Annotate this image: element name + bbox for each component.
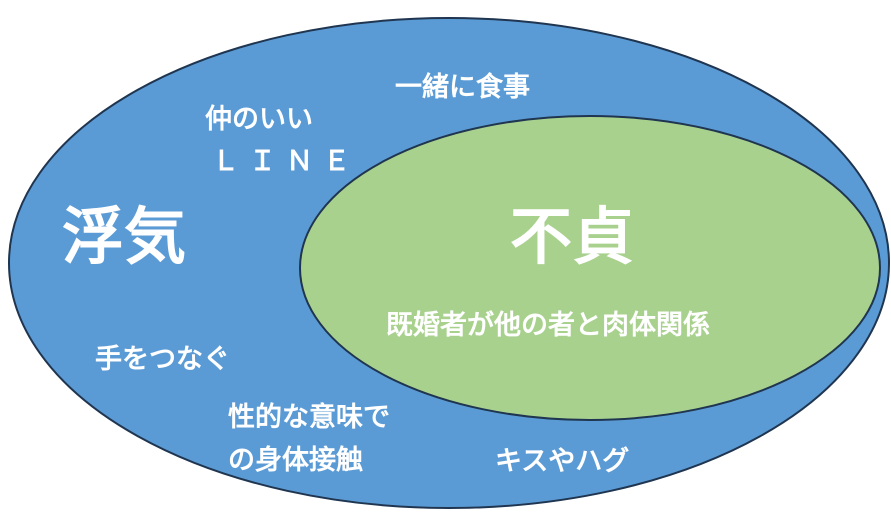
inner-title: 不貞 <box>510 200 634 273</box>
item-kiss-hug: キスやハグ <box>495 445 629 477</box>
outer-title: 浮気 <box>62 200 186 273</box>
item-holding-hands: 手をつなぐ <box>95 344 230 375</box>
item-close-line-1: 仲のいい <box>205 104 313 135</box>
item-sexual-contact-1: 性的な意味で <box>228 401 390 433</box>
item-sexual-contact-2: の身体接触 <box>228 444 363 476</box>
item-eating-together: 一緒に食事 <box>395 71 530 103</box>
item-close-line-2: ＬＩＮＥ <box>212 146 360 177</box>
inner-description: 既婚者が他の者と肉体関係 <box>386 309 710 341</box>
inner-ellipse-adultery <box>299 115 881 421</box>
